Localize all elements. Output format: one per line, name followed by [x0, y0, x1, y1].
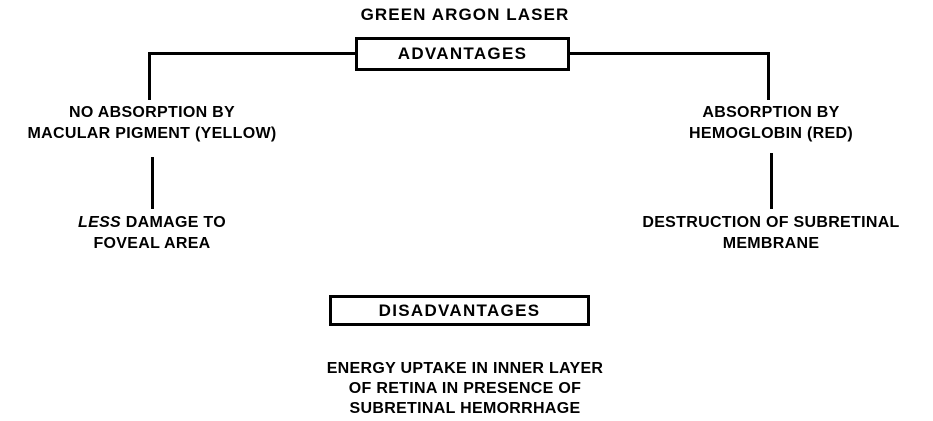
disadvantages-detail-line2: OF RETINA IN PRESENCE OF — [348, 380, 582, 397]
connector-left-branch-drop — [148, 52, 151, 100]
disadvantages-box[interactable]: DISADVANTAGES — [329, 295, 590, 326]
left-branch-heading-line2: MACULAR PIGMENT (YELLOW) — [27, 125, 277, 142]
advantages-box[interactable]: ADVANTAGES — [355, 37, 570, 71]
right-branch-leaf-line1: DESTRUCTION OF SUBRETINAL — [642, 214, 900, 231]
page-title: GREEN ARGON LASER — [360, 5, 570, 24]
left-branch-leaf-emphasis: LESS — [78, 214, 122, 231]
connector-right-branch-drop — [767, 52, 770, 100]
advantages-box-label: ADVANTAGES — [397, 44, 528, 63]
connector-advantages-to-left-branch — [148, 52, 357, 55]
right-branch-leaf-line2: MEMBRANE — [722, 235, 820, 252]
disadvantages-detail-line1: ENERGY UPTAKE IN INNER LAYER — [326, 360, 604, 377]
connector-advantages-to-right-branch — [568, 52, 770, 55]
left-branch-leaf-line2: FOVEAL AREA — [93, 235, 211, 252]
connector-left-branch-to-leaf — [151, 157, 154, 209]
disadvantages-detail-line3: SUBRETINAL HEMORRHAGE — [349, 400, 581, 417]
left-branch-heading-line1: NO ABSORPTION BY — [69, 104, 235, 121]
connector-right-branch-to-leaf — [770, 153, 773, 209]
right-branch-heading-line1: ABSORPTION BY — [702, 104, 840, 121]
left-branch-leaf-rest: DAMAGE TO — [121, 214, 226, 231]
right-branch-heading-line2: HEMOGLOBIN (RED) — [689, 125, 853, 142]
left-branch-leaf-line1: LESS DAMAGE TO — [78, 212, 226, 233]
disadvantages-box-label: DISADVANTAGES — [378, 300, 541, 320]
